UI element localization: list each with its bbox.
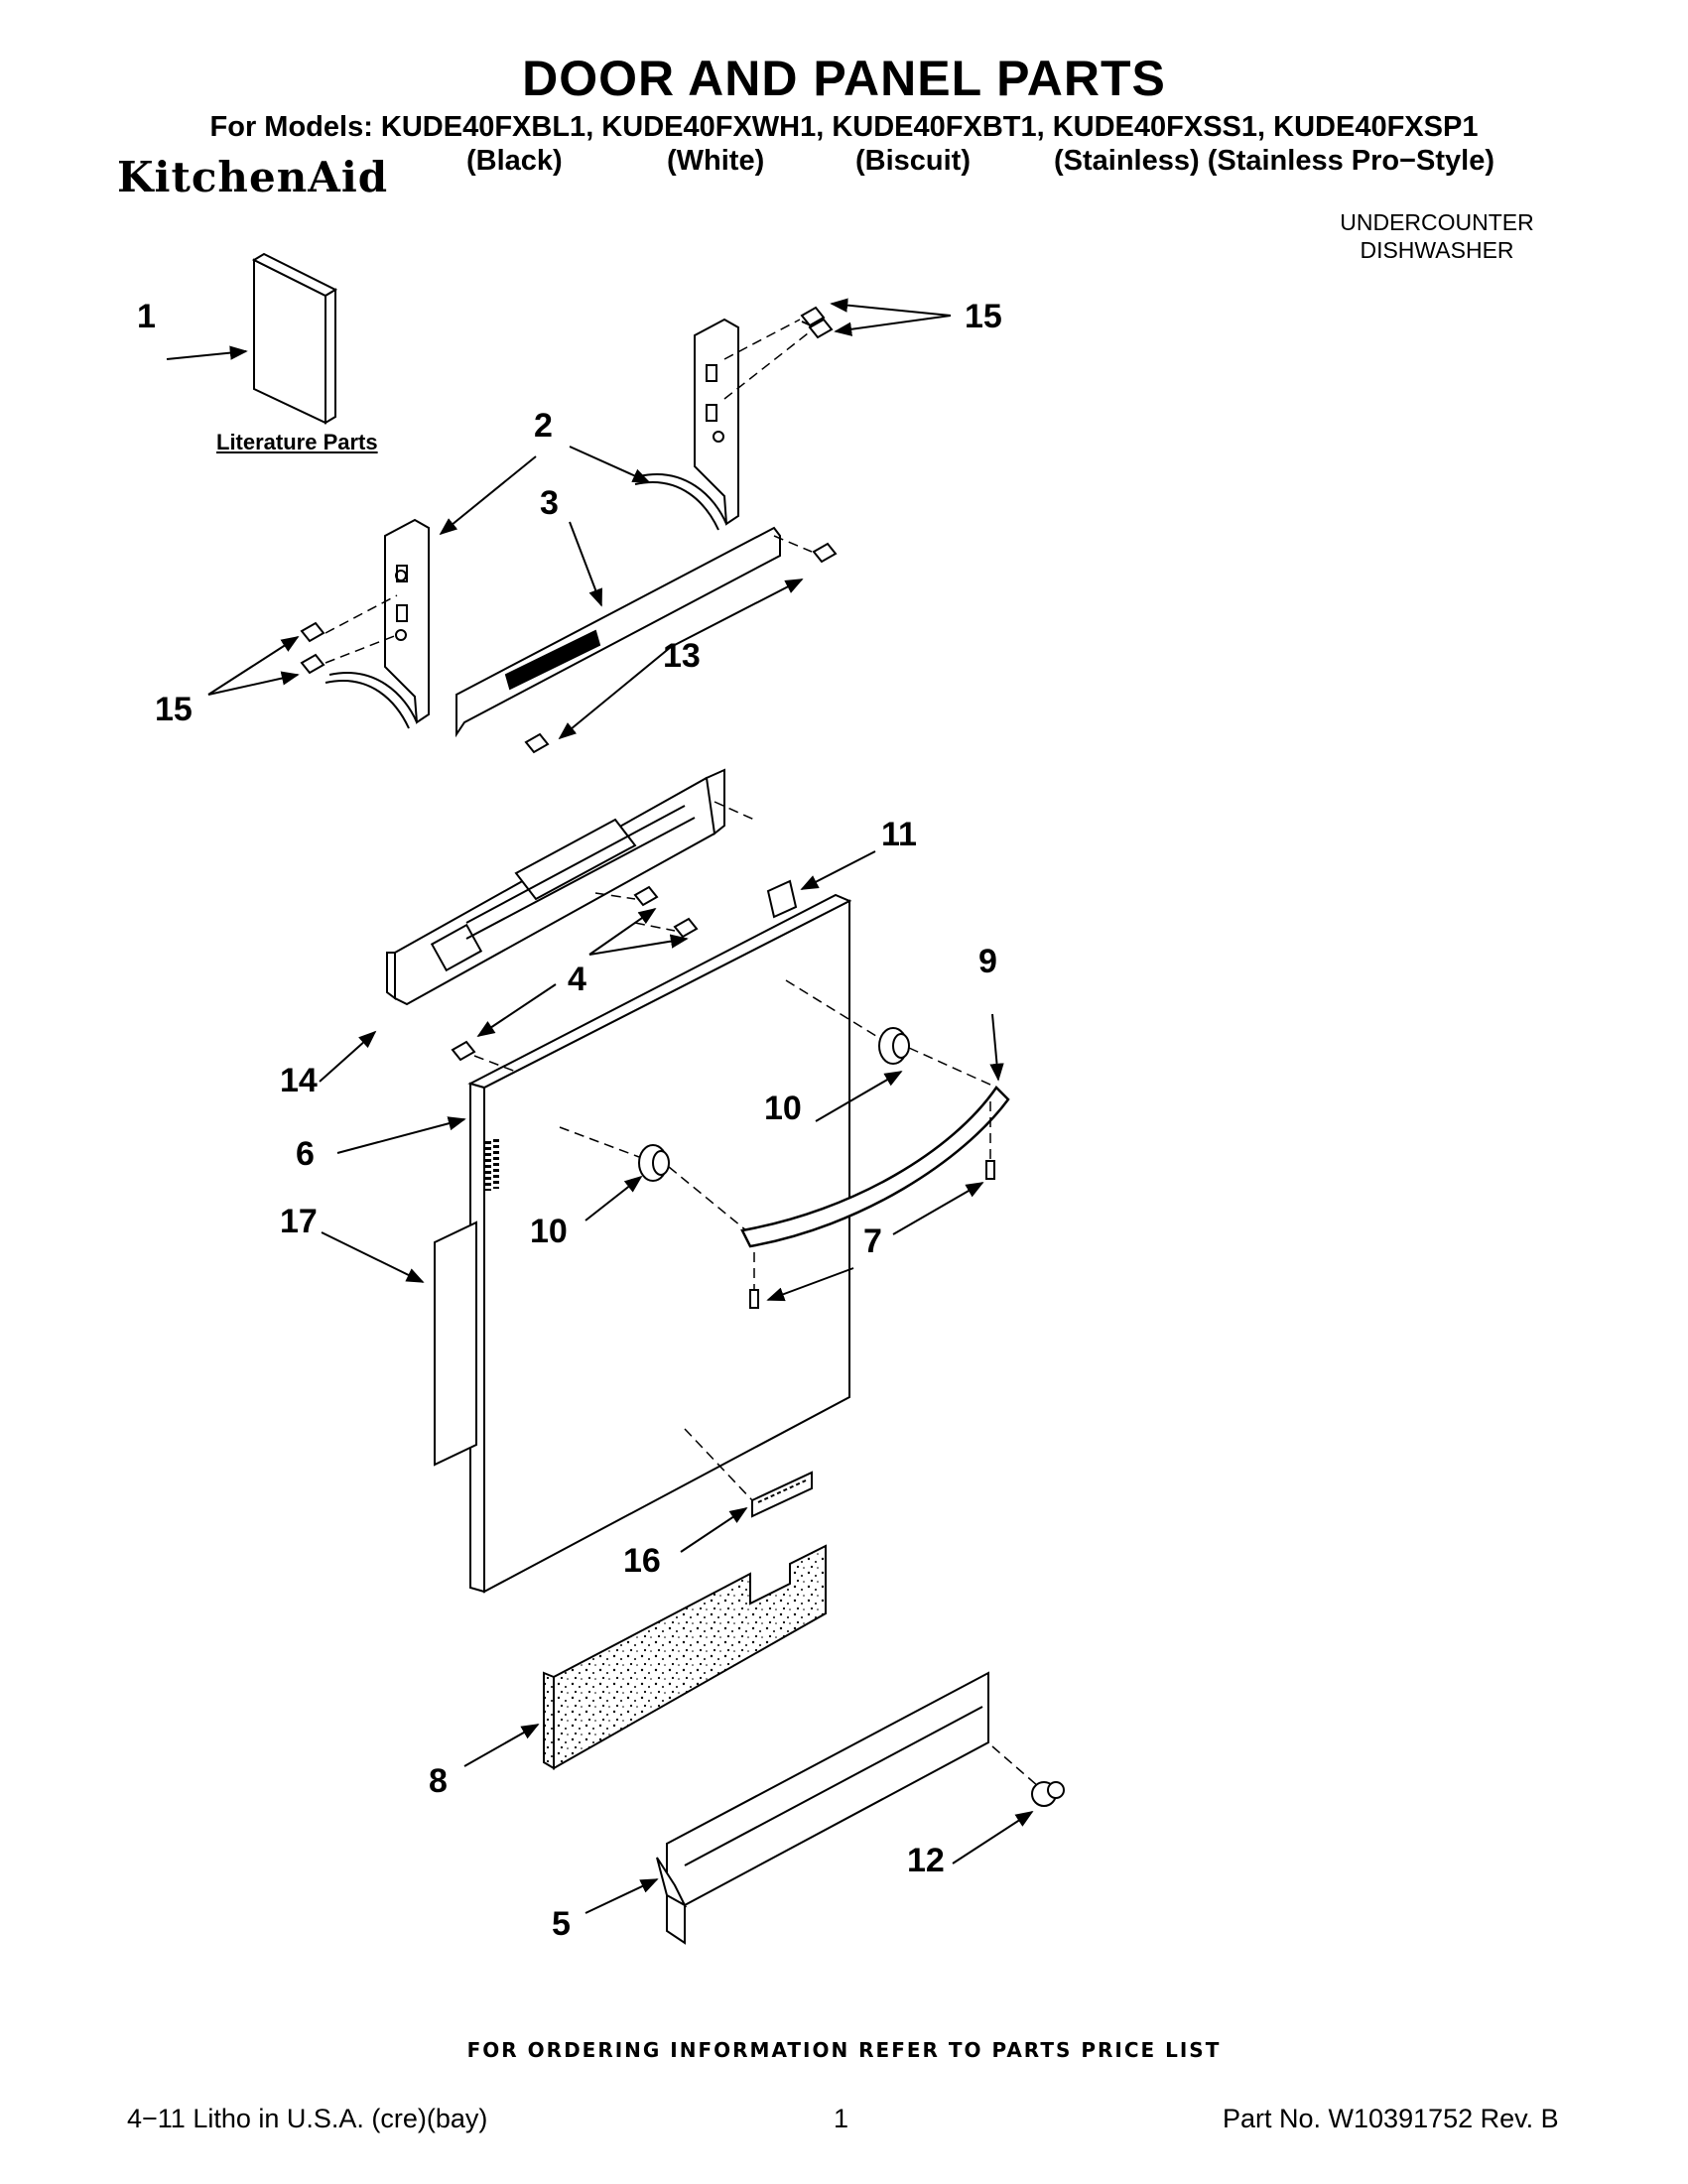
spacer-10-lower	[638, 1144, 670, 1182]
footer-page-number: 1	[834, 2104, 849, 2133]
callout-15-lower: 15	[155, 691, 193, 728]
screw-15-upper-b	[808, 318, 834, 339]
callout-17: 17	[280, 1203, 318, 1240]
models-line: For Models: KUDE40FXBL1, KUDE40FXWH1, KU…	[209, 111, 1479, 143]
color-label-biscuit: (Biscuit)	[855, 145, 971, 177]
door-panel	[467, 893, 852, 1594]
toe-panel-5	[656, 1671, 989, 1945]
literature-parts-label: Literature Parts	[216, 430, 378, 454]
vent-panel	[455, 526, 781, 738]
set-screw-7-right	[985, 1160, 995, 1180]
callout-13: 13	[663, 637, 701, 675]
footer-litho: 4−11 Litho in U.S.A. (cre)(bay)	[127, 2104, 488, 2133]
hinge-bracket-right	[634, 318, 739, 531]
callout-8: 8	[429, 1762, 448, 1800]
control-console	[386, 768, 725, 1006]
footer-part-number: Part No. W10391752 Rev. B	[1223, 2104, 1559, 2133]
subtitle-line-1: UNDERCOUNTER	[1340, 209, 1534, 235]
callout-6: 6	[296, 1135, 315, 1173]
callout-15-upper: 15	[965, 298, 1002, 335]
callout-9: 9	[978, 943, 997, 980]
subtitle-line-2: DISHWASHER	[1360, 237, 1514, 263]
callout-3: 3	[540, 484, 559, 522]
color-label-white: (White)	[667, 145, 765, 177]
callout-11: 11	[881, 816, 917, 853]
ordering-note: FOR ORDERING INFORMATION REFER TO PARTS …	[466, 2038, 1222, 2062]
callout-14: 14	[280, 1062, 318, 1099]
insulation-8	[543, 1544, 827, 1770]
callout-2: 2	[534, 407, 553, 445]
page-title: DOOR AND PANEL PARTS	[522, 51, 1166, 106]
screw-15-lower-b	[300, 653, 325, 675]
callout-16: 16	[623, 1542, 661, 1580]
gasket-17	[434, 1220, 477, 1467]
callout-7: 7	[863, 1222, 882, 1260]
callout-arrows	[166, 298, 1034, 1914]
callout-10-lower: 10	[530, 1213, 568, 1250]
screw-13-right	[812, 542, 838, 564]
screw-13-left	[524, 732, 550, 754]
callout-5: 5	[552, 1905, 571, 1943]
alignment-lines	[325, 319, 1039, 1787]
product-subtitle: UNDERCOUNTER DISHWASHER	[1288, 208, 1586, 264]
spacer-10-upper	[878, 1027, 910, 1065]
hinge-bracket-left	[325, 518, 430, 729]
set-screw-7-left	[749, 1289, 759, 1309]
screw-15-lower-a	[300, 621, 325, 643]
literature-booklet	[251, 252, 338, 425]
callout-1: 1	[137, 298, 156, 335]
callout-10-upper: 10	[764, 1090, 802, 1127]
screw-4-c	[451, 1040, 476, 1062]
screw-4-a	[633, 885, 659, 907]
color-label-black: (Black)	[466, 145, 563, 177]
door-handle	[740, 1086, 1010, 1248]
color-label-stainless: (Stainless) (Stainless Pro−Style)	[1054, 145, 1495, 177]
screw-12	[1031, 1781, 1065, 1807]
screw-4-b	[673, 917, 699, 939]
callout-12: 12	[907, 1842, 945, 1879]
brand-logo: KitchenAid	[117, 153, 389, 201]
badge-16	[751, 1471, 813, 1518]
clip-11	[766, 879, 798, 919]
callout-4: 4	[568, 961, 586, 998]
